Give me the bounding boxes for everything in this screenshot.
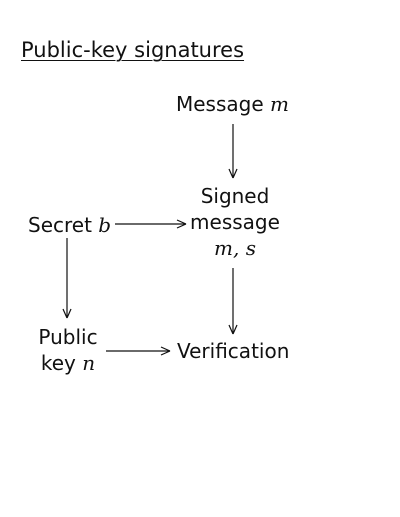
verification-node: Verification [177,338,289,364]
arrow-secret-to-signed [115,219,187,229]
signed-message-line-1: Signed [200,184,270,208]
arrow-signed-to-verification [228,268,238,335]
public-key-line-2: key n [28,350,108,376]
public-key-node: Public key n [28,324,108,376]
public-key-variable: n [82,351,96,375]
signed-message-variables: m, s [214,236,256,260]
signed-message-line-2: message [190,210,280,234]
arrow-public-key-to-verification [106,346,171,356]
secret-node: Secret b [28,212,111,238]
signed-message-node: Signed message m, s [175,183,295,261]
public-key-line-1: Public [38,325,98,349]
public-key-label: key [40,351,76,375]
message-node: Message m [176,91,289,117]
verification-label: Verification [177,339,290,363]
message-variable: m [270,92,289,116]
secret-label: Secret [28,213,92,237]
arrow-secret-to-public-key [62,238,72,319]
message-label: Message [176,92,264,116]
diagram-title: Public-key signatures [21,38,245,62]
secret-variable: b [98,213,112,237]
arrow-message-to-signed [228,124,238,179]
